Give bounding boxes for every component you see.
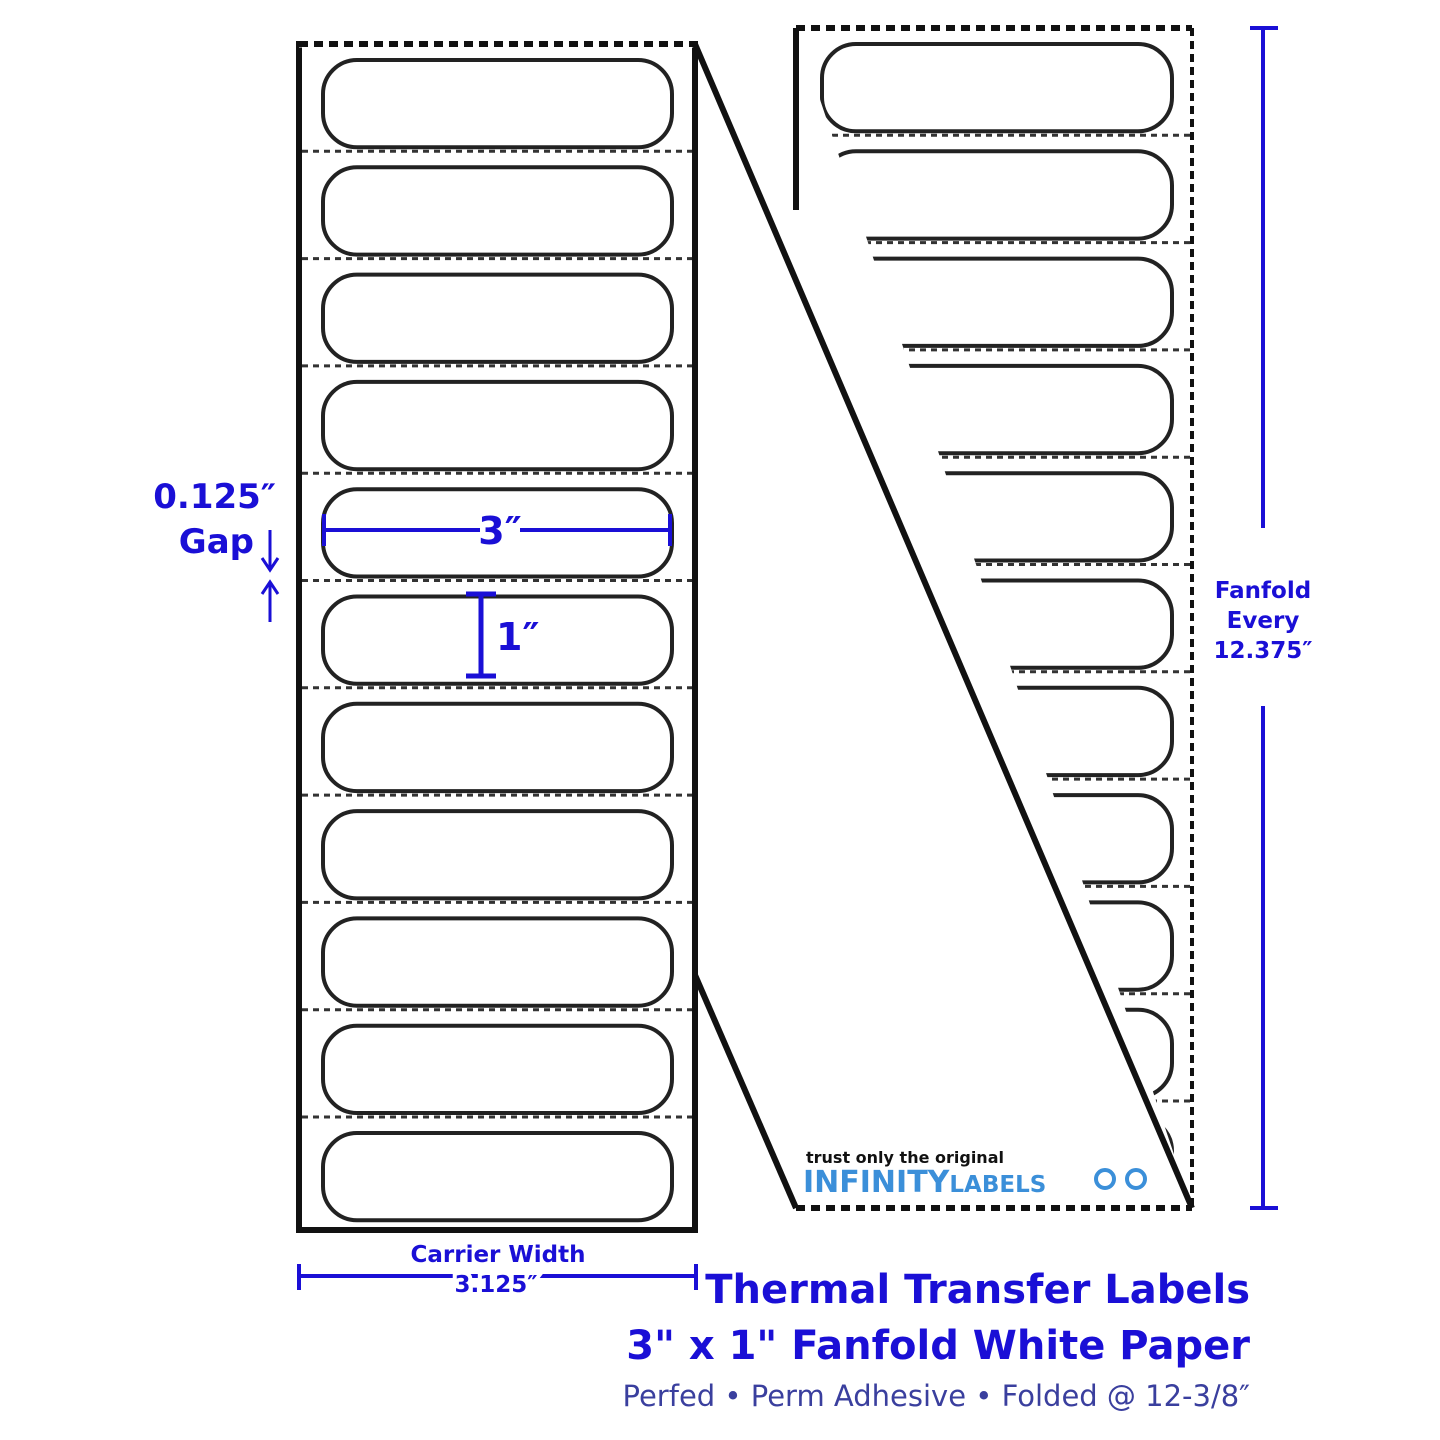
fanfold-dimension: Fanfold Every 12.375″: [1213, 26, 1313, 1210]
label-width-dimension: 3″: [322, 509, 672, 553]
left-label-10: [321, 1023, 674, 1115]
infinity-labels-logo: trust only the original INFINITYLABELS: [803, 1148, 1147, 1200]
gap-up-arrow-icon: [260, 579, 280, 595]
label-height-text: 1″: [496, 615, 539, 659]
left-label-4: [321, 379, 674, 472]
left-label-8: [321, 809, 674, 901]
left-label-1: [321, 58, 674, 150]
right-label-3: [820, 256, 1174, 348]
logo-wordmark: INFINITYLABELS: [803, 1165, 1046, 1200]
right-label-7: [820, 685, 1174, 778]
carrier-width-value: 3.125″: [454, 1272, 537, 1298]
logo-tagline: trust only the original: [806, 1148, 1004, 1167]
product-title-block: Thermal Transfer Labels 3" x 1" Fanfold …: [623, 1262, 1250, 1416]
right-label-10: [820, 1007, 1174, 1100]
right-label-2: [820, 149, 1174, 241]
product-title: Thermal Transfer Labels: [705, 1267, 1250, 1313]
right-label-9: [820, 900, 1174, 992]
left-label-2: [321, 165, 674, 257]
left-label-11: [321, 1131, 674, 1223]
logo-word-infinity: INFINITY: [803, 1165, 951, 1200]
right-label-4: [820, 363, 1174, 456]
left-label-3: [321, 272, 674, 364]
label-height-dimension: 1″: [466, 591, 539, 679]
right-label-8: [820, 793, 1174, 885]
left-label-7: [321, 701, 674, 794]
carrier-width-dimension: Carrier Width 3.125″: [297, 1242, 698, 1302]
gap-down-arrow-icon: [260, 557, 280, 573]
fanfold-text-line2: Every: [1227, 608, 1300, 634]
infinity-symbol-icon: [1094, 1168, 1147, 1190]
fold-line-lower: [692, 973, 799, 1210]
left-carrier-strip: [296, 40, 698, 1233]
product-features: Perfed • Perm Adhesive • Folded @ 12-3/8…: [622, 1379, 1250, 1413]
gap-dimension: 0.125″ Gap: [153, 477, 280, 622]
right-label-1: [820, 42, 1174, 134]
left-label-9: [321, 916, 674, 1008]
product-subtitle: 3" x 1" Fanfold White Paper: [626, 1323, 1250, 1369]
left-label-group: [302, 58, 692, 1223]
right-label-group: [799, 42, 1190, 1207]
fanfold-text-line3: 12.375″: [1213, 638, 1312, 664]
right-carrier-strip: [793, 25, 1194, 1211]
label-width-text: 3″: [478, 509, 521, 553]
fold-line-upper: [692, 42, 1195, 1210]
fanfold-text-line1: Fanfold: [1215, 578, 1311, 604]
logo-word-labels: LABELS: [949, 1172, 1046, 1198]
right-label-5: [820, 471, 1174, 563]
right-label-6: [820, 578, 1174, 670]
gap-label-text: Gap: [179, 522, 254, 562]
gap-value-text: 0.125″: [153, 477, 276, 517]
carrier-width-label: Carrier Width: [410, 1242, 585, 1268]
left-label-6: [321, 594, 674, 686]
